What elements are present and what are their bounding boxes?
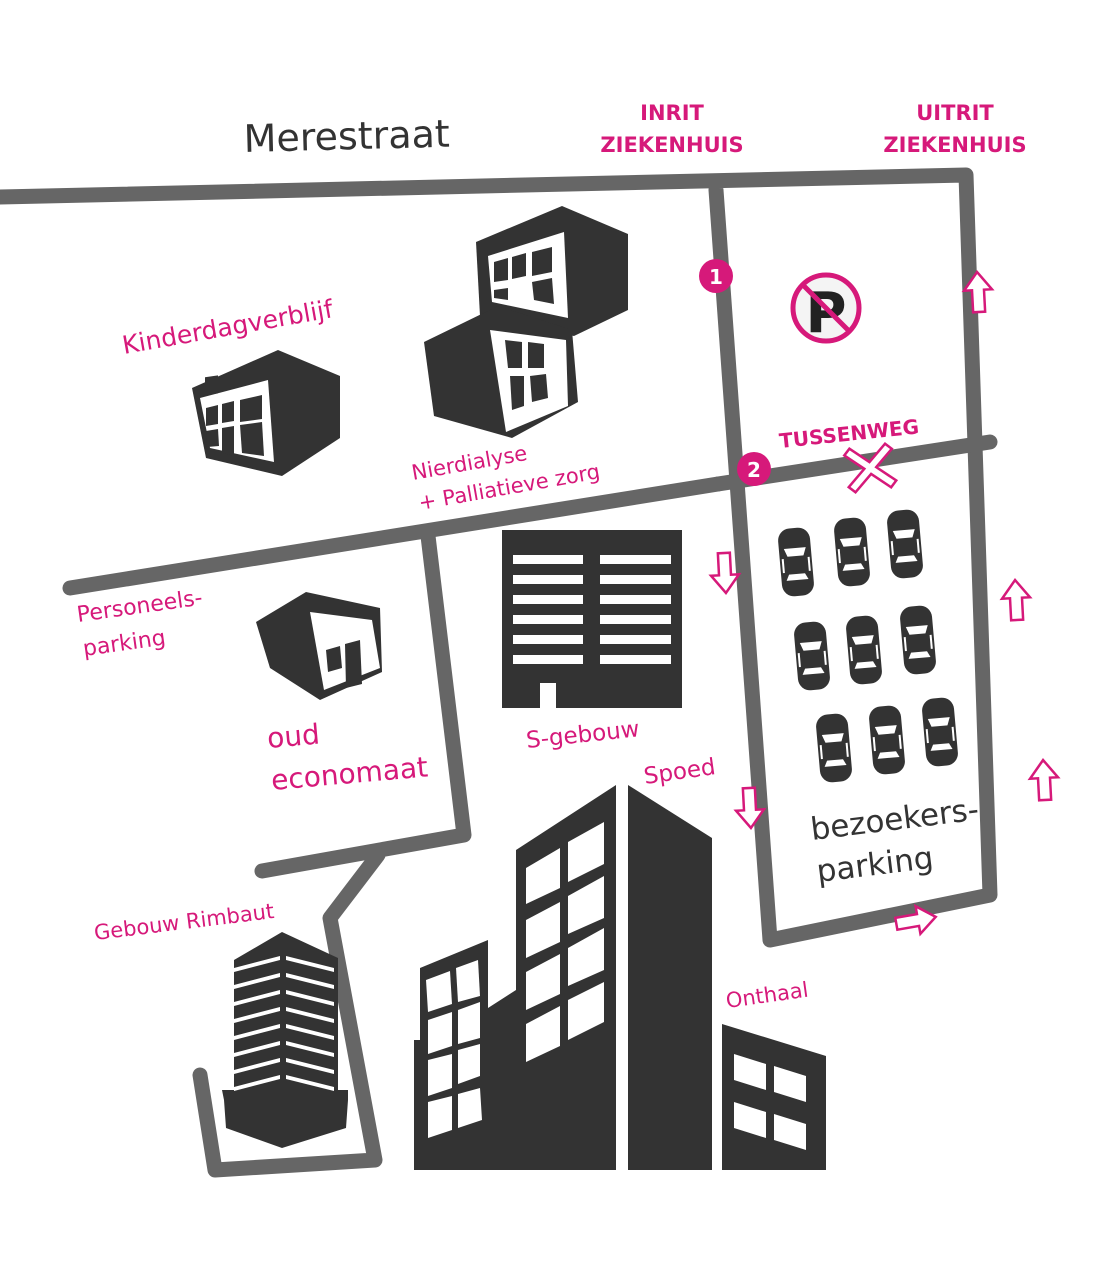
- no-parking-icon: P: [790, 272, 862, 346]
- entrance-label: INRIT ZIEKENHUIS: [600, 101, 743, 157]
- window: [600, 555, 671, 564]
- window: [600, 655, 671, 664]
- arrow-right-icon: [893, 903, 938, 937]
- window-stripe: [234, 1058, 280, 1074]
- label-personeelsparking-1: Personeels-: [75, 586, 204, 628]
- car-icon: [869, 705, 905, 775]
- marker-2[interactable]: 2: [737, 452, 771, 486]
- label-oud: oud: [266, 718, 321, 755]
- car-icon: [834, 517, 870, 587]
- label-economaat: economaat: [270, 750, 429, 797]
- building-icon-gebouw-rimbaut: [222, 932, 348, 1148]
- label-bezoekersparking-2: parking: [815, 840, 936, 890]
- parked-cars: [778, 509, 958, 783]
- window-stripe: [234, 956, 280, 972]
- street-label-merestraat: Merestraat: [243, 112, 450, 161]
- svg-text:ZIEKENHUIS: ZIEKENHUIS: [883, 133, 1026, 157]
- window-stripe: [286, 1007, 334, 1023]
- arrow-down-icon: [733, 786, 767, 831]
- window: [513, 635, 583, 644]
- car-icon: [922, 697, 958, 767]
- window-stripe: [234, 973, 280, 989]
- car-icon: [846, 615, 882, 685]
- building-icon-s-gebouw: [502, 530, 682, 708]
- svg-text:UITRIT: UITRIT: [916, 101, 994, 125]
- arrow-up-icon: [961, 269, 995, 314]
- car-icon: [816, 713, 852, 783]
- svg-text:2: 2: [747, 458, 761, 482]
- window-stripe: [234, 1024, 280, 1040]
- label-kinderdagverblijf: Kinderdagverblijf: [120, 294, 336, 360]
- car-icon: [778, 527, 814, 597]
- marker-circle: [699, 259, 733, 293]
- window-stripe: [234, 1007, 280, 1023]
- label-personeelsparking-2: parking: [81, 626, 167, 662]
- window: [513, 575, 583, 584]
- window-stripe: [286, 1075, 334, 1091]
- window-stripe: [286, 990, 334, 1006]
- arrow-up-icon: [1027, 757, 1061, 802]
- arrow-down-icon: [708, 551, 742, 596]
- building-icon-main-hospital: [414, 785, 826, 1170]
- building-icon-oud-economaat: [256, 592, 382, 700]
- car-icon: [794, 621, 830, 691]
- window: [600, 615, 671, 624]
- x-blocked-icon: [842, 441, 899, 494]
- label-s-gebouw: S-gebouw: [525, 716, 641, 754]
- window-stripe: [234, 1075, 280, 1091]
- car-icon: [887, 509, 923, 579]
- road-internal: [62, 476, 726, 596]
- window: [513, 595, 583, 604]
- window-stripe: [286, 973, 334, 989]
- window: [513, 555, 583, 564]
- window: [513, 615, 583, 624]
- label-spoed: Spoed: [642, 754, 717, 790]
- marker-circle: [737, 452, 771, 486]
- road-merestraat: [0, 167, 998, 948]
- window: [600, 635, 671, 644]
- marker-1[interactable]: 1: [699, 259, 733, 293]
- svg-text:1: 1: [709, 265, 723, 289]
- window-stripe: [286, 1058, 334, 1074]
- window: [600, 575, 671, 584]
- arrow-up-icon: [999, 577, 1033, 622]
- window: [513, 655, 583, 664]
- car-icon: [900, 605, 936, 675]
- window-stripe: [286, 956, 334, 972]
- svg-text:INRIT: INRIT: [640, 101, 704, 125]
- road-west-branch: [254, 528, 472, 879]
- window-stripe: [234, 1041, 280, 1057]
- label-bezoekersparking-1: bezoekers-: [809, 792, 981, 848]
- window-stripe: [286, 1041, 334, 1057]
- building-icon-kinderdagverblijf: [192, 350, 340, 476]
- svg-text:ZIEKENHUIS: ZIEKENHUIS: [600, 133, 743, 157]
- window-stripe: [286, 1024, 334, 1040]
- window: [600, 595, 671, 604]
- exit-label: UITRIT ZIEKENHUIS: [883, 101, 1026, 157]
- road-rimbaut-loop: [192, 847, 386, 1178]
- direction-arrows: [708, 269, 1061, 937]
- building-icon-nierdialyse: [424, 206, 628, 438]
- window-stripe: [234, 990, 280, 1006]
- label-gebouw-rimbaut: Gebouw Rimbaut: [93, 899, 276, 945]
- label-onthaal: Onthaal: [724, 978, 810, 1013]
